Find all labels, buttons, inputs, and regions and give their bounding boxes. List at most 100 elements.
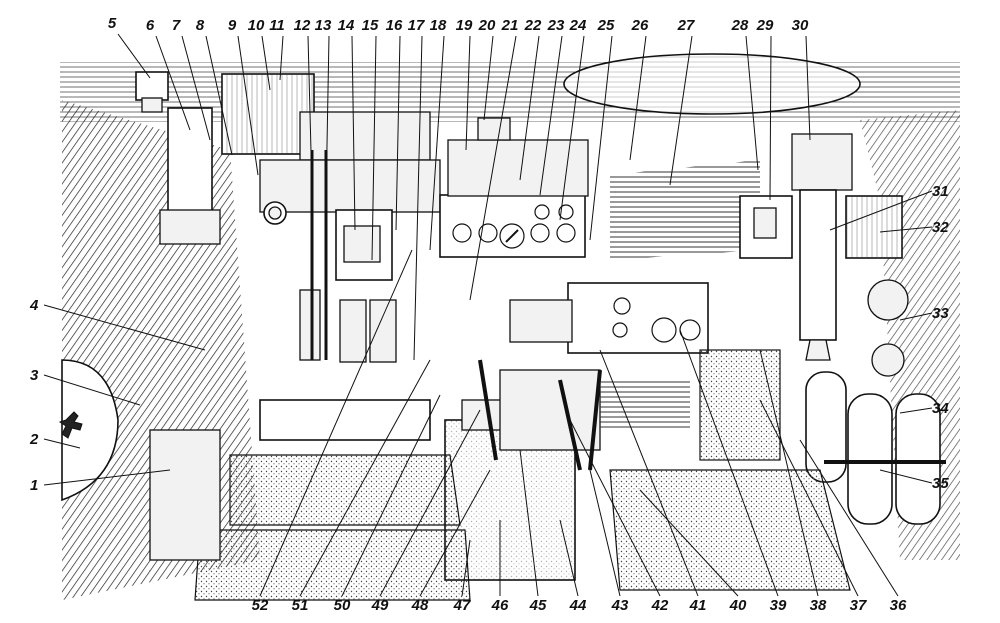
small-radio [509, 299, 573, 343]
leader-line-19 [465, 35, 471, 151]
leader-line-33 [899, 312, 933, 321]
callout-number-39: 39 [770, 597, 787, 614]
callout-number-26: 26 [631, 17, 649, 34]
callout-number-3: 3 [30, 367, 39, 384]
callout-number-29: 29 [756, 17, 774, 34]
leader-line-50 [341, 394, 441, 597]
leader-line-20 [483, 35, 494, 121]
leader-line-12 [307, 35, 313, 191]
cylinder [847, 393, 893, 525]
leader-line-40 [639, 489, 739, 597]
callout-number-51: 51 [292, 597, 309, 614]
leader-line-25 [589, 35, 613, 241]
radio-panel [567, 282, 709, 354]
leader-line-36 [799, 439, 899, 597]
callout-number-52: 52 [252, 597, 269, 614]
leader-line-43 [589, 469, 621, 597]
leader-line-2 [43, 438, 81, 449]
leader-line-17 [413, 35, 423, 361]
leader-line-6 [155, 35, 191, 131]
callout-number-11: 11 [269, 17, 285, 34]
callout-number-37: 37 [850, 597, 867, 614]
leader-line-48 [419, 469, 491, 597]
callout-number-50: 50 [334, 597, 351, 614]
callout-number-30: 30 [792, 17, 809, 34]
leader-line-11 [279, 35, 284, 81]
callout-number-33: 33 [932, 305, 949, 322]
callout-number-40: 40 [729, 597, 747, 614]
leader-line-41 [599, 349, 699, 597]
callout-number-46: 46 [491, 597, 509, 614]
leader-line-3 [43, 374, 141, 406]
leader-line-9 [237, 35, 259, 176]
callout-number-45: 45 [529, 597, 547, 614]
leader-line-47 [461, 539, 471, 597]
callout-number-32: 32 [932, 219, 949, 236]
leader-line-31 [829, 190, 933, 231]
leader-line-23 [539, 35, 563, 196]
leader-line-30 [805, 35, 811, 141]
callout-number-14: 14 [338, 17, 355, 34]
callout-number-4: 4 [29, 297, 39, 314]
cross-mark [58, 411, 83, 439]
callout-number-9: 9 [228, 17, 237, 34]
leader-line-14 [351, 35, 356, 231]
leader-line-49 [379, 409, 481, 597]
callout-number-24: 24 [569, 17, 587, 34]
leader-line-24 [559, 35, 585, 221]
leader-line-18 [429, 35, 445, 251]
callout-number-49: 49 [371, 597, 389, 614]
leader-line-45 [519, 449, 539, 597]
leader-line-42 [569, 419, 661, 597]
callout-number-18: 18 [430, 17, 447, 34]
callout-number-25: 25 [597, 17, 615, 34]
leader-line-35 [879, 469, 933, 484]
callout-number-47: 47 [453, 597, 471, 614]
callout-number-5: 5 [108, 15, 117, 32]
leader-line-1 [43, 469, 171, 486]
leader-line-7 [181, 35, 211, 141]
callout-number-12: 12 [294, 17, 311, 34]
leader-line-28 [745, 35, 759, 171]
leader-line-15 [371, 35, 377, 261]
callout-number-22: 22 [524, 17, 542, 34]
callout-number-28: 28 [731, 17, 749, 34]
callout-number-6: 6 [146, 17, 155, 34]
callout-number-31: 31 [932, 183, 949, 200]
leader-line-44 [559, 519, 579, 597]
cylinder [895, 393, 941, 525]
leader-line-29 [769, 35, 772, 201]
callout-number-19: 19 [456, 17, 473, 34]
callout-number-23: 23 [547, 17, 565, 34]
leader-line-39 [679, 329, 779, 597]
callout-number-8: 8 [196, 17, 205, 34]
leader-line-5 [117, 33, 151, 79]
leader-line-34 [899, 407, 933, 414]
leader-line-27 [669, 35, 693, 186]
callout-number-21: 21 [501, 17, 519, 34]
callout-number-43: 43 [611, 597, 629, 614]
vertical-column [799, 189, 837, 341]
cylinder [805, 371, 847, 483]
callout-number-38: 38 [810, 597, 827, 614]
leader-line-13 [325, 35, 330, 201]
callout-number-34: 34 [932, 400, 949, 417]
callout-number-35: 35 [932, 475, 949, 492]
callout-number-2: 2 [29, 431, 39, 448]
callout-number-1: 1 [30, 477, 38, 494]
callout-number-48: 48 [411, 597, 429, 614]
leader-line-8 [205, 35, 233, 156]
callout-number-20: 20 [478, 17, 496, 34]
leader-line-37 [759, 399, 859, 597]
leader-line-32 [879, 226, 933, 233]
callout-number-42: 42 [651, 597, 669, 614]
callout-number-36: 36 [890, 597, 907, 614]
callout-leaders [43, 33, 933, 597]
floor-seat [609, 469, 851, 591]
callout-number-44: 44 [569, 597, 587, 614]
callout-number-10: 10 [248, 17, 265, 34]
seat-cushion [194, 529, 471, 601]
callout-number-27: 27 [677, 17, 695, 34]
lamp-unit [135, 71, 169, 101]
